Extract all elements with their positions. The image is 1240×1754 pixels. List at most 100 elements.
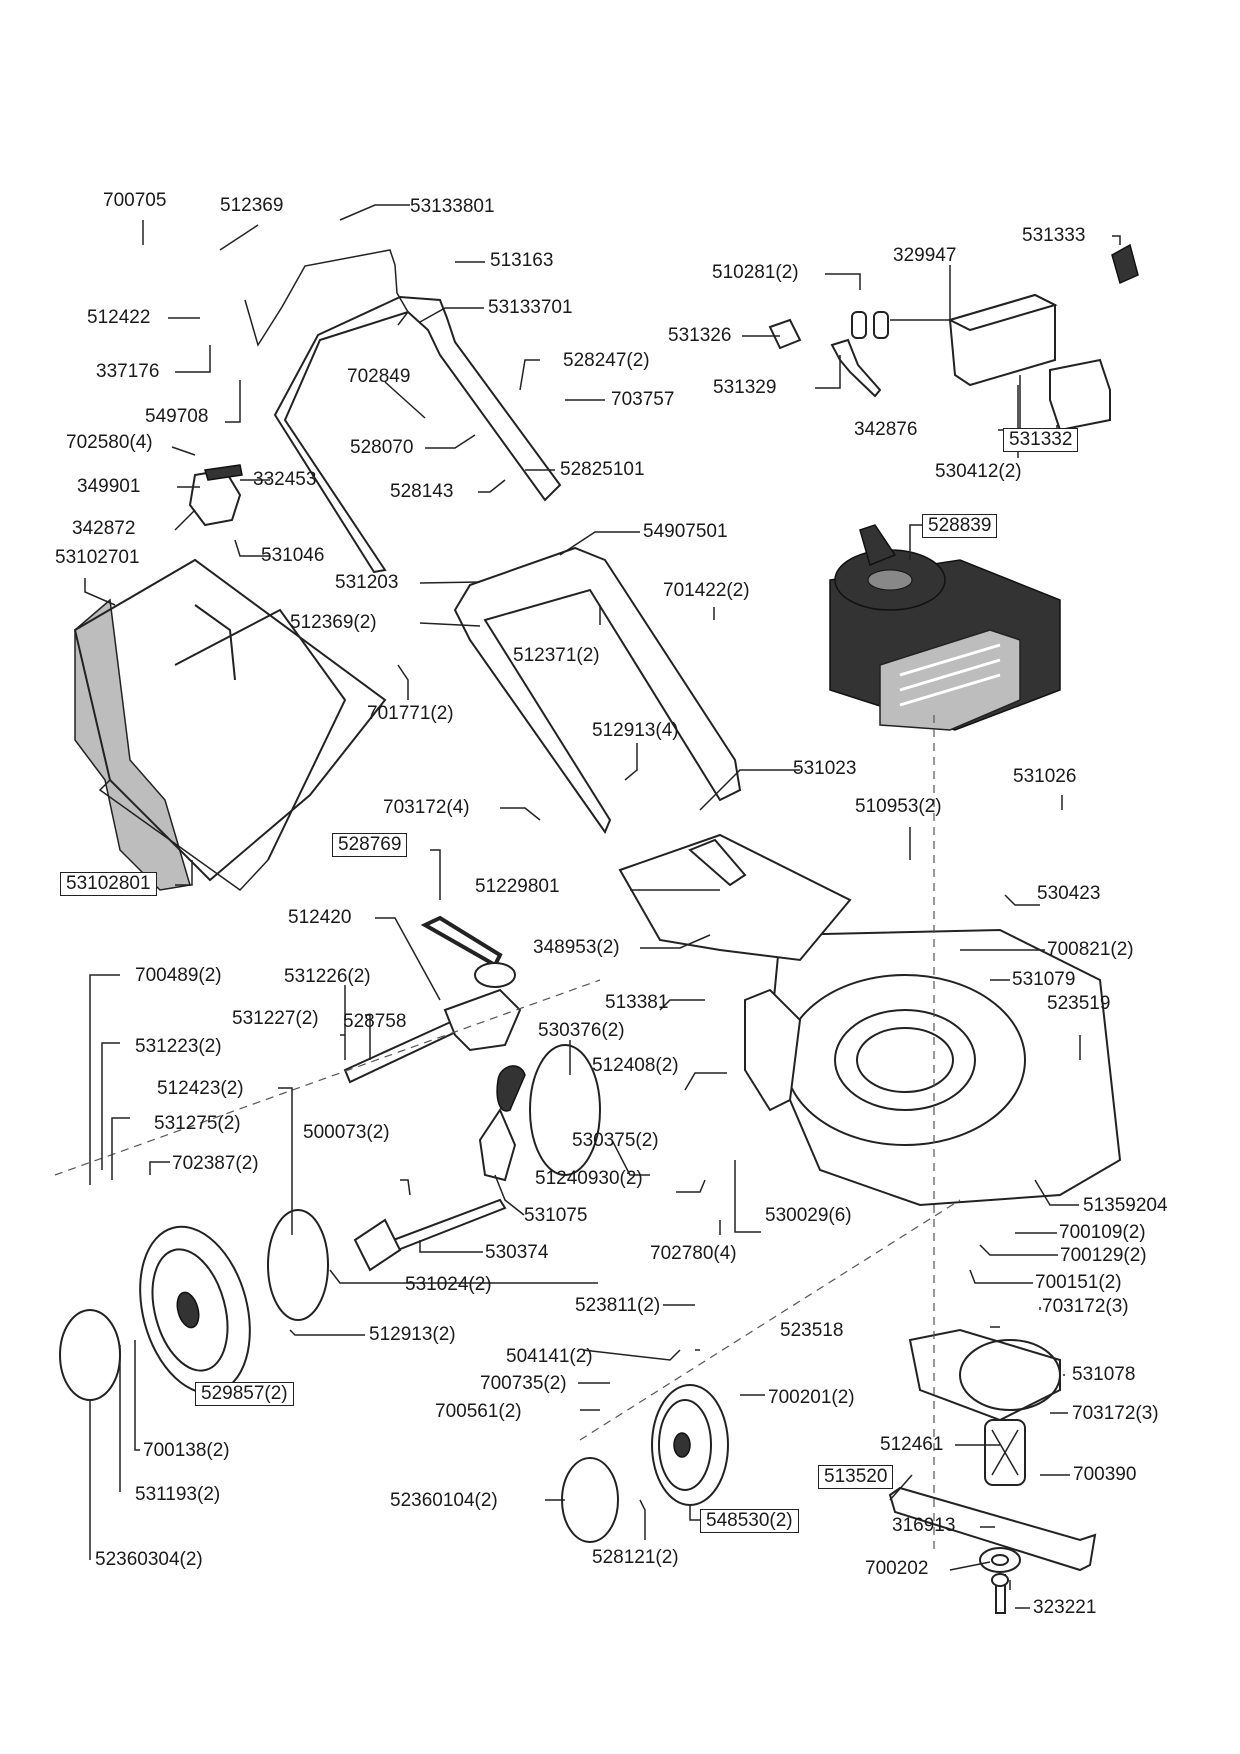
part-label-702387: 702387(2) (172, 1153, 259, 1174)
part-label-53102801: 53102801 (60, 872, 157, 896)
part-label-512371: 512371(2) (513, 645, 600, 666)
mower-deck-51359204 (744, 928, 1122, 1207)
part-label-531026: 531026 (1013, 766, 1077, 787)
part-label-51359204: 51359204 (1083, 1195, 1168, 1216)
rear-axle-axis-line (54, 979, 601, 1176)
part-label-549708: 549708 (145, 406, 209, 427)
part-label-51240930: 51240930(2) (535, 1168, 643, 1189)
part-label-700705: 700705 (103, 190, 167, 211)
part-label-531226: 531226(2) (284, 966, 371, 987)
part-label-700390: 700390 (1073, 1464, 1137, 1485)
part-label-531223: 531223(2) (135, 1036, 222, 1057)
part-label-54907501: 54907501 (643, 521, 728, 542)
part-label-531079: 531079 (1012, 969, 1076, 990)
cable-sleeve-531329 (830, 338, 882, 398)
blade-513520 (888, 1486, 1097, 1572)
part-label-523519: 523519 (1047, 993, 1111, 1014)
part-label-513163: 513163 (490, 250, 554, 271)
part-label-700821: 700821(2) (1047, 939, 1134, 960)
part-label-512423: 512423(2) (157, 1078, 244, 1099)
part-label-528247: 528247(2) (563, 350, 650, 371)
part-label-531203: 531203 (335, 572, 399, 593)
part-label-512913-2: 512913(2) (369, 1324, 456, 1345)
blade-adapter-531078 (908, 1328, 1061, 1422)
wheel-hub-cap-52360304 (59, 1309, 121, 1401)
part-label-504141: 504141(2) (506, 1346, 593, 1367)
part-label-703172-3b: 703172(3) (1072, 1403, 1159, 1424)
key-switch-531326 (768, 318, 802, 350)
part-label-701422: 701422(2) (663, 580, 750, 601)
part-label-701771: 701771(2) (367, 703, 454, 724)
engine-528839 (829, 524, 1061, 731)
part-label-348953: 348953(2) (533, 937, 620, 958)
part-label-528839: 528839 (922, 514, 998, 538)
part-label-513520: 513520 (818, 1465, 894, 1489)
part-label-528769: 528769 (332, 833, 408, 857)
part-label-512369-2: 512369(2) (290, 612, 377, 633)
battery-holder-531332 (1049, 358, 1111, 432)
wheel-disc-531024 (267, 1209, 329, 1321)
part-label-529857: 529857(2) (195, 1382, 294, 1406)
rear-flap-51229801 (618, 833, 852, 962)
drive-belt-528769 (420, 915, 503, 968)
part-label-510953: 510953(2) (855, 796, 942, 817)
control-box-349901 (188, 464, 243, 527)
part-label-323221: 323221 (1033, 1597, 1097, 1618)
part-label-512369: 512369 (220, 195, 284, 216)
part-label-512408: 512408(2) (592, 1055, 679, 1076)
part-label-531275: 531275(2) (154, 1113, 241, 1134)
part-label-703172-3a: 703172(3) (1042, 1296, 1129, 1317)
part-label-530423: 530423 (1037, 883, 1101, 904)
part-label-53133801: 53133801 (410, 196, 495, 217)
part-label-530375: 530375(2) (572, 1130, 659, 1151)
part-label-702580: 702580(4) (66, 432, 153, 453)
part-label-528121: 528121(2) (592, 1547, 679, 1568)
part-label-700561: 700561(2) (435, 1401, 522, 1422)
part-label-51229801: 51229801 (475, 876, 560, 897)
part-label-500073: 500073(2) (303, 1122, 390, 1143)
rear-wheel-529857 (139, 1225, 251, 1395)
part-label-513381: 513381 (605, 992, 669, 1013)
front-hub-cap-52360104 (561, 1457, 619, 1543)
part-label-52825101: 52825101 (560, 459, 645, 480)
part-label-530412: 530412(2) (935, 461, 1022, 482)
part-label-52360304: 52360304(2) (95, 1549, 203, 1570)
part-label-531326: 531326 (668, 325, 732, 346)
part-label-52360104: 52360104(2) (390, 1490, 498, 1511)
part-label-528070: 528070 (350, 437, 414, 458)
part-label-531333: 531333 (1022, 225, 1086, 246)
part-label-329947: 329947 (893, 245, 957, 266)
charger-531333 (1111, 243, 1139, 285)
part-label-530376: 530376(2) (538, 1020, 625, 1041)
part-label-342876: 342876 (854, 419, 918, 440)
part-label-703172-4: 703172(4) (383, 797, 470, 818)
part-label-531332: 531332 (1003, 428, 1079, 452)
part-label-700201: 700201(2) (768, 1387, 855, 1408)
fan-512461 (984, 1419, 1026, 1486)
part-label-531227: 531227(2) (232, 1008, 319, 1029)
part-label-531329: 531329 (713, 377, 777, 398)
part-label-531024: 531024(2) (405, 1274, 492, 1295)
part-label-512913-4: 512913(4) (592, 720, 679, 741)
part-label-512420: 512420 (288, 907, 352, 928)
part-label-332453: 332453 (253, 469, 317, 490)
front-wheel-548530 (651, 1384, 729, 1506)
blade-washer-316913 (979, 1547, 1021, 1573)
part-label-523518: 523518 (780, 1320, 844, 1341)
part-label-531046: 531046 (261, 545, 325, 566)
part-label-700129: 700129(2) (1060, 1245, 1147, 1266)
height-lever-531075 (478, 1065, 526, 1182)
part-label-512461: 512461 (880, 1434, 944, 1455)
part-label-700735: 700735(2) (480, 1373, 567, 1394)
part-label-531023: 531023 (793, 758, 857, 779)
part-label-342872: 342872 (72, 518, 136, 539)
part-label-700202: 700202 (865, 1558, 929, 1579)
battery-342876 (947, 293, 1058, 387)
part-label-528143: 528143 (390, 481, 454, 502)
leader-lines (84, 204, 1121, 1609)
lower-handle-54907501 (453, 546, 742, 835)
part-label-53133701: 53133701 (488, 297, 573, 318)
grass-catcher-53102701 (73, 558, 387, 891)
part-label-316913: 316913 (892, 1515, 956, 1536)
